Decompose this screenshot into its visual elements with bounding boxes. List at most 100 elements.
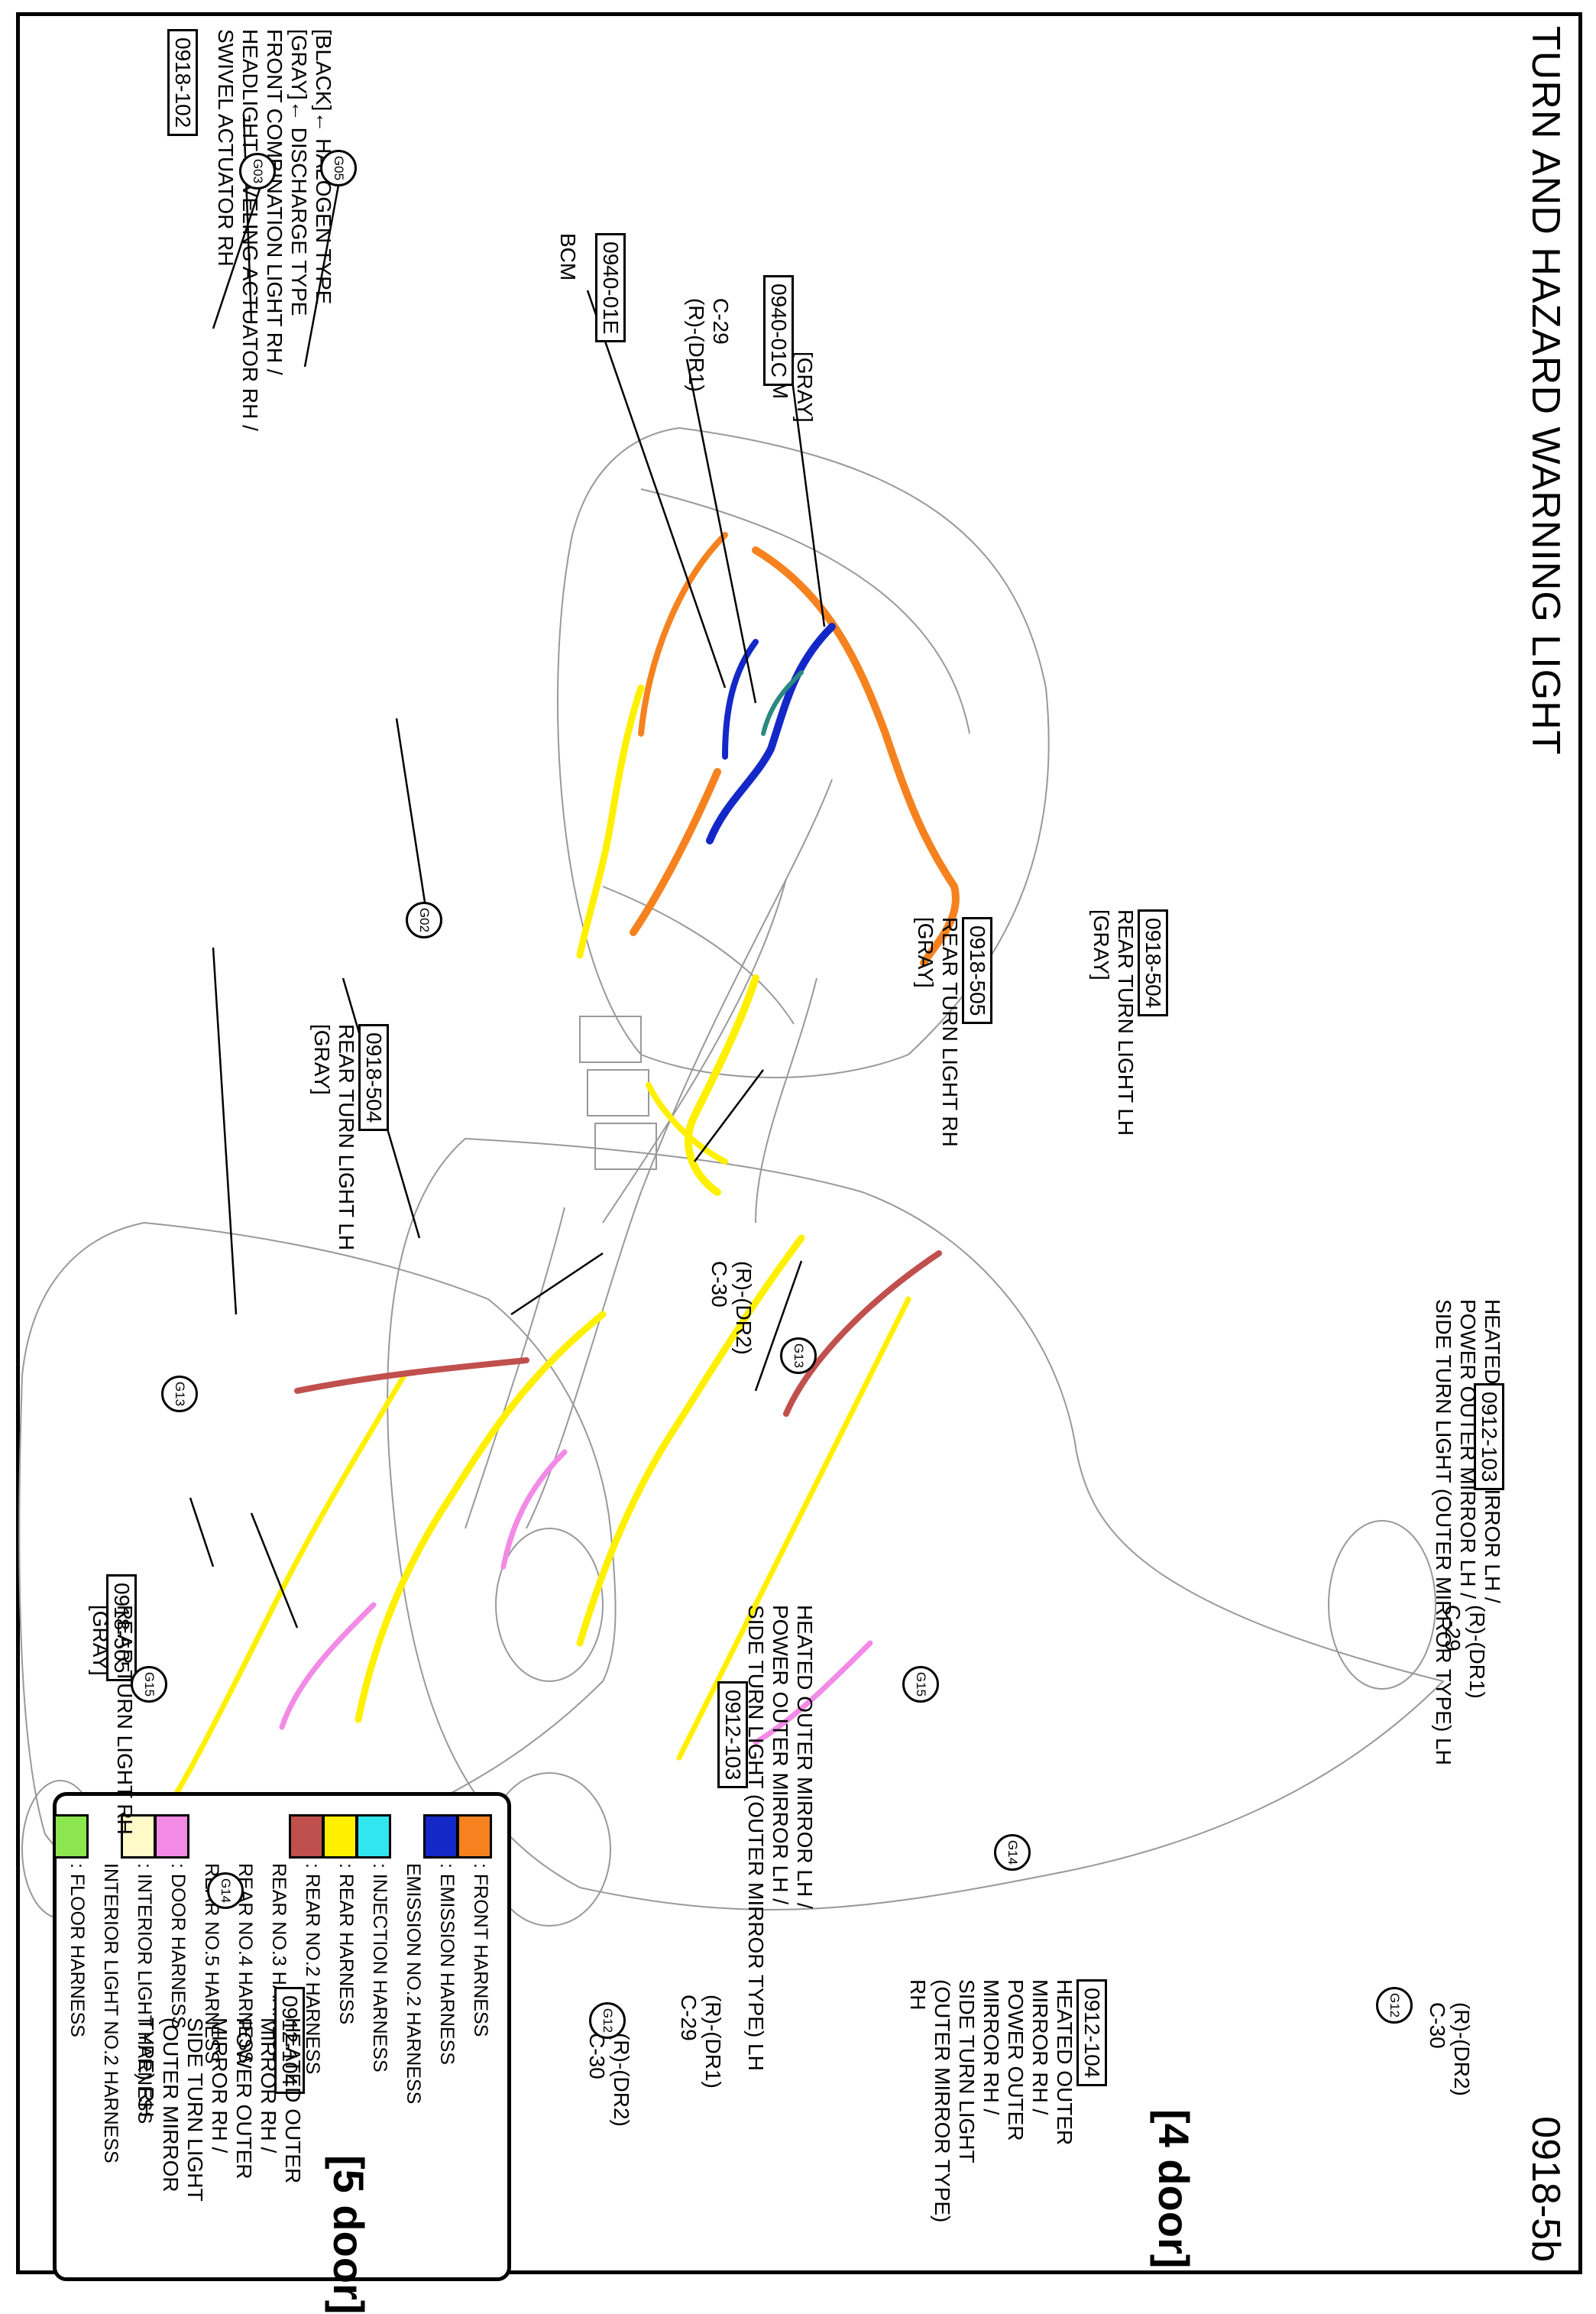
car5-c29-dr1: (R)-(DR1) [701,1995,725,2089]
car5-rh-line-1: REAR TURN LIGHT RH [113,1605,137,1835]
car5-mirror-lh-line-3: SIDE TURN LIGHT (OUTER MIRROR TYPE) LH [744,1605,768,2071]
car5-mirror-rh-label: HEATED OUTER MIRROR RH / POWER OUTER MIR… [134,2017,305,2202]
car5-rear-harness-2 [172,1373,407,1799]
leader-car5-mirror-lh [189,1497,215,1567]
legend-item: : EMISSION HARNESS [423,1814,458,2065]
car5-mirror-rh-line-1: HEATED OUTER [281,2017,305,2184]
front-car-outline [557,426,1050,1078]
car5-mirror-rh-line-6: (OUTER MIRROR [159,2017,183,2192]
car5-mirror-rh-line-2: MIRROR RH / [257,2017,280,2154]
car5-mirror-lh-label: HEATED OUTER MIRROR LH / POWER OUTER MIR… [743,1605,817,2071]
car4-mirror-rh-label: HEATED OUTER MIRROR RH / POWER OUTER MIR… [905,1979,1076,2222]
front-line-4: HEADLIGHT LEVELING ACTUATOR RH / [238,29,262,431]
legend-label: : INJECTION HARNESS [369,1863,390,2073]
leader-g05 [303,160,345,368]
rear-body-line [755,977,817,1223]
car5-mirror-rh-line-7: TYPE) RH [134,2017,158,2118]
ground-g15-car5: G15 [131,1666,167,1703]
leader-c29 [685,358,757,704]
car5-c30-label: (R)-(DR2) C-30 [584,2033,633,2127]
ground-g13-car4: G13 [780,1337,817,1374]
car5-rh-line-2: [GRAY] [89,1605,112,1676]
dash-outline-2 [602,878,787,1223]
car-4door-outline [387,1137,1445,1911]
car4-door-harness [753,1640,873,1745]
bcm-e-label: BCM [556,233,580,281]
leader-g02 [395,718,429,918]
car4-lh-label: REAR TURN LIGHT LH [GRAY] [1089,909,1138,1136]
leader-rear-mid [694,1069,764,1162]
front-line-2: [GRAY]← DISCHARGE TYPE [287,29,311,316]
front-car-hood-line [640,488,970,734]
rear-mid-code: 0918-504 [358,1024,389,1132]
injection-harness [761,670,804,736]
car4-rh-line-1: REAR TURN LIGHT RH [938,917,962,1147]
car4-mirror-rh-line-4: MIRROR RH / [979,1979,1003,2115]
legend-label: EMISSION NO.2 HARNESS [403,1863,424,2105]
legend-item: : FRONT HARNESS [457,1814,492,2037]
front-combination-light-label: [BLACK]← HALOGEN TYPE [GRAY]← DISCHARGE … [213,29,335,431]
legend-item: : FLOOR HARNESS [53,1814,89,2037]
legend-label: : FRONT HARNESS [470,1863,491,2037]
bcm-conn-c29: C-29 [709,298,733,345]
legend-item: : DOOR HARNESS [154,1814,189,2029]
bcm-code-e: 0940-01E [595,233,626,343]
vent-3 [594,1123,657,1170]
front-line-5: SWIVEL ACTUATOR RH [214,29,238,267]
car4-door-tag: [4 door] [1150,2109,1198,2269]
legend-swatch [53,1814,89,1859]
emission-harness [706,623,836,844]
car4-c29-code: C-29 [1441,1605,1465,1651]
car4-mirror-rh-code: 0912-104 [1076,1979,1107,2087]
legend-label: INTERIOR LIGHT NO.2 HARNESS [100,1863,121,2163]
rear-extract-harness [685,974,759,1196]
car5-rear-no2-harness [294,1357,529,1394]
car4-rear-no2-harness [783,1250,942,1417]
front-harness-branch [638,532,728,737]
leader-front-code [242,114,253,322]
car4-mirror-rh-line-3: POWER OUTER [1004,1979,1028,2141]
bcm-conn-dr1: (R)-(DR1) [685,298,708,392]
bcm-connector-label: C-29 (R)-(DR1) [684,298,733,392]
car4-c30-dr2: (R)-(DR2) [1450,2002,1474,2096]
car5-mirror-lh-line-2: POWER OUTER MIRROR LH / [769,1605,792,1905]
legend-label: : EMISSION HARNESS [436,1863,458,2065]
ground-g02-front: G02 [406,902,442,938]
car4-rh-line-2: [GRAY] [914,917,937,988]
leader-car4-mirror-lh [754,1260,803,1392]
car4-lh-line-1: REAR TURN LIGHT LH [1114,909,1138,1136]
rear-mid-connector: (R)-(DR2) C-30 [707,1261,756,1355]
legend-swatch [457,1814,492,1859]
bcm-code-c: 0940-01C [763,275,794,386]
rear-extract-branch [646,1082,728,1165]
legend-label: : DOOR HARNESS [167,1863,189,2029]
ground-g03-front: G03 [239,153,276,190]
car4-c30-code: C-30 [1426,2002,1449,2049]
car5-mirror-lh-code: 0912-103 [717,1681,748,1789]
legend-swatch [322,1814,358,1859]
bcm-rear-harness [576,684,645,959]
rear-mid-line-2: [GRAY] [310,1024,334,1095]
front-line-3: FRONT COMBINATION LIGHT RH / [263,29,287,375]
rear-mid-conn-dr2: (R)-(DR2) [732,1261,756,1355]
harness-bundles [172,532,960,1799]
legend-item: EMISSION NO.2 HARNESS [390,1814,425,2104]
legend-item: : INJECTION HARNESS [356,1814,391,2073]
bcm-front-harness [630,768,721,936]
leader-g03 [212,167,268,329]
car4-c29-dr1: (R)-(DR1) [1465,1605,1489,1699]
vent-2 [587,1069,649,1116]
rear-mid-label: REAR TURN LIGHT LH [GRAY] [309,1024,358,1250]
car4-door-harness-2 [500,1449,568,1570]
car5-rear-harness [354,1311,607,1723]
leader-car4-rh [212,947,238,1315]
car5-c30-dr2: (R)-(DR2) [610,2033,633,2127]
vent-1 [579,1016,642,1063]
car5-mirror-rh-line-3: POWER OUTER [232,2017,256,2180]
car4-lh-code: 0918-504 [1138,909,1168,1017]
legend-swatch [289,1814,324,1859]
car4-rear-harness-2 [676,1296,911,1761]
rear-mid-conn-c30: C-30 [707,1261,731,1308]
